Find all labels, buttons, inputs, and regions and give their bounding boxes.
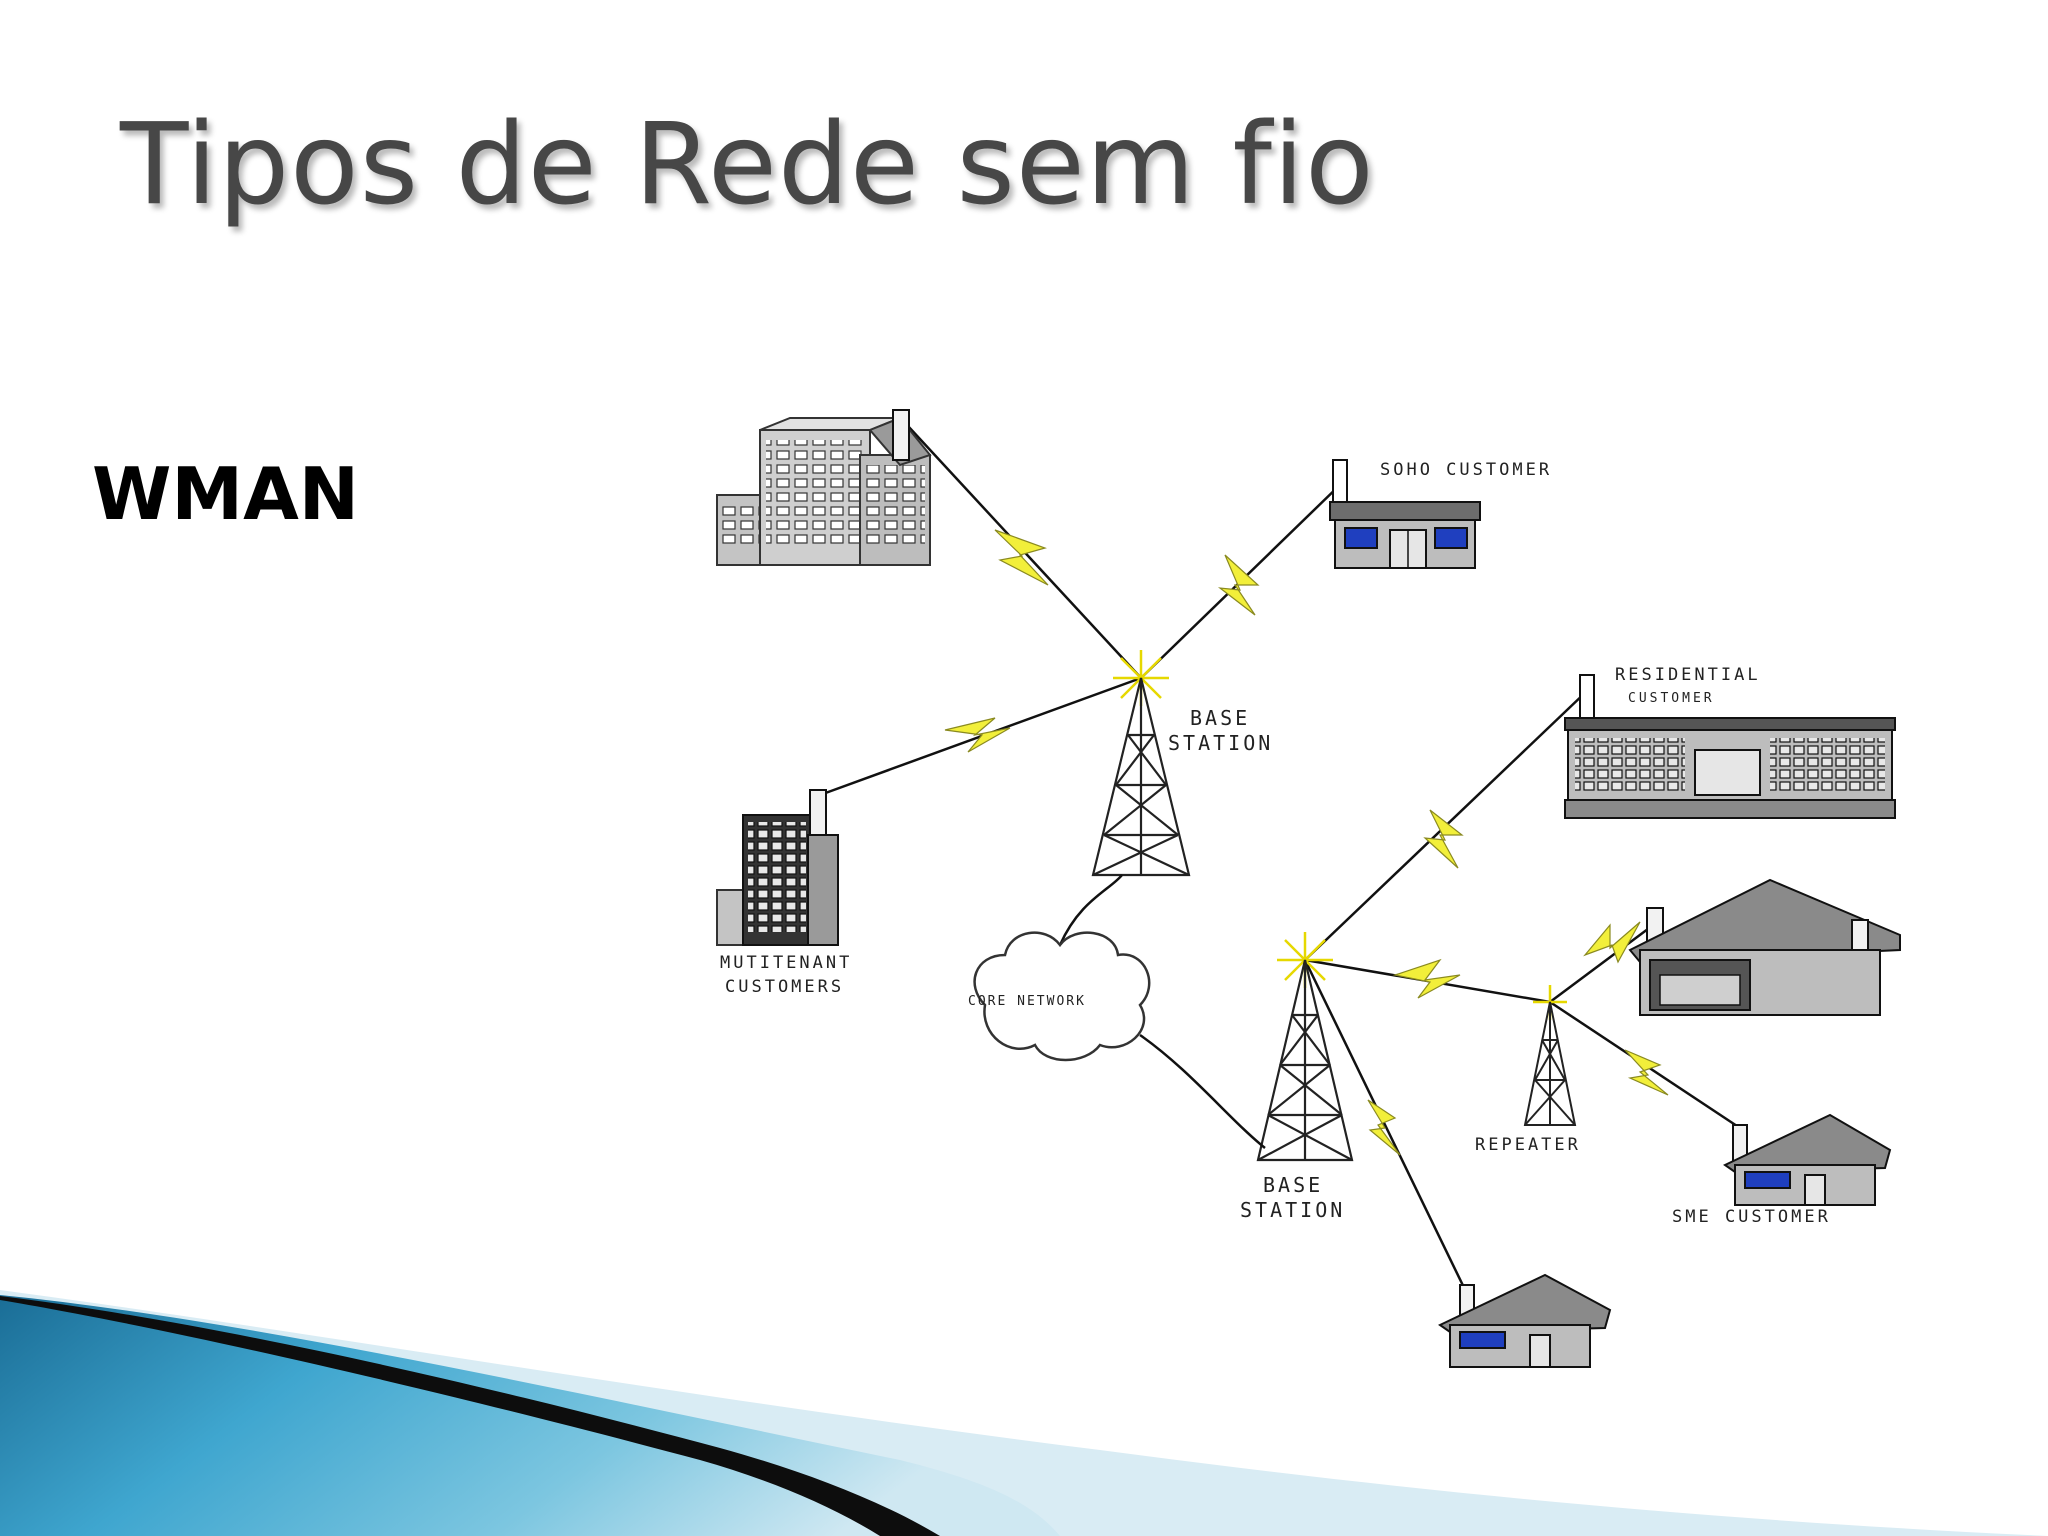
multitenant-building-icon — [716, 789, 839, 946]
base-station-1-label-line1: BASE — [1190, 706, 1250, 730]
core-network-label: CORE NETWORK — [968, 994, 1086, 1009]
base-station-tower-2 — [1256, 959, 1354, 1162]
wireless-links — [819, 424, 1741, 1301]
soho-customer-label: SOHO CUSTOMER — [1380, 460, 1552, 480]
house-bottom-icon — [1438, 1273, 1612, 1368]
residential-label-line2: CUSTOMER — [1628, 691, 1715, 706]
office-building-icon — [716, 409, 932, 566]
slide-title: Tipos de Rede sem fio — [120, 100, 1375, 230]
sme-customer-icon — [1723, 1113, 1892, 1206]
multitenant-label-line2: CUSTOMERS — [725, 977, 844, 997]
lightning-bolts — [944, 529, 1669, 1156]
repeater-label: REPEATER — [1475, 1135, 1581, 1155]
multitenant-label-line1: MUTITENANT — [720, 953, 852, 973]
swoosh-dark — [0, 1296, 940, 1536]
sme-customer-label: SME CUSTOMER — [1672, 1207, 1831, 1227]
residential-customer-icon — [1564, 674, 1896, 819]
house-residential-icon — [1628, 878, 1901, 1016]
base-station-2-label-line1: BASE — [1263, 1173, 1323, 1197]
repeater-tower — [1523, 1001, 1577, 1126]
base-station-2-label-line2: STATION — [1240, 1198, 1345, 1222]
residential-label-line1: RESIDENTIAL — [1615, 665, 1761, 685]
base-station-1-label-line2: STATION — [1168, 731, 1273, 755]
slide-subtitle: WMAN — [92, 452, 360, 536]
soho-customer-icon — [1329, 459, 1481, 569]
signal-starburst — [1113, 650, 1567, 1020]
base-station-tower-1 — [1091, 677, 1191, 877]
core-network-cloud — [973, 874, 1266, 1149]
